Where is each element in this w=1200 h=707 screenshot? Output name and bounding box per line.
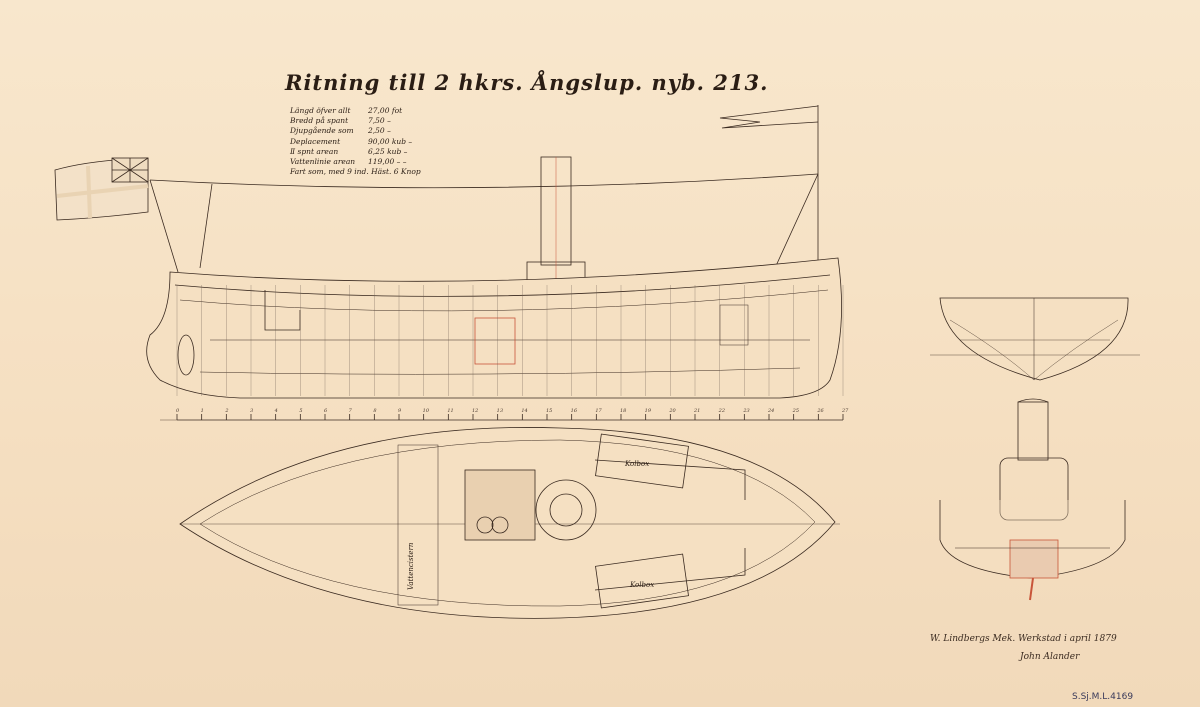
cross-section-boiler [939, 398, 1126, 601]
scale-tick-label: 3 [250, 408, 253, 414]
draftsman-signature: John Alander [1020, 652, 1080, 662]
scale-tick-label: 6 [324, 408, 328, 414]
scale-tick-label: 21 [693, 408, 700, 414]
flagstaff [149, 179, 179, 273]
plan-view-hull [179, 427, 840, 619]
scale-tick-label: 8 [373, 408, 376, 414]
pennant [719, 105, 819, 268]
scale-tick-label: 25 [792, 408, 799, 414]
scale-tick-label: 1 [201, 408, 204, 414]
scale-tick-label: 18 [620, 408, 626, 414]
awning-line [149, 173, 819, 189]
scale-tick-label: 15 [546, 408, 552, 414]
scale-tick-label: 27 [841, 408, 849, 414]
funnel [526, 156, 586, 298]
scale-tick-label: 20 [668, 408, 676, 414]
scale-tick-label: 7 [349, 408, 353, 414]
drawing-title: Ritning till 2 hkrs. Ångslup. nyb. 213. [285, 70, 769, 95]
label-water-tank: Vattencistern [407, 542, 415, 590]
scale-tick-label: 16 [571, 408, 578, 414]
spec-row: Fart som, med 9 ind. Häst. 6 Knop [290, 167, 421, 177]
scale-tick-label: 23 [742, 408, 749, 414]
workshop-signature: W. Lindbergs Mek. Werkstad i april 1879 [930, 634, 1117, 644]
profile-hull [146, 257, 842, 399]
scale-tick-label: 0 [176, 408, 180, 414]
scale-tick-label: 24 [767, 408, 774, 414]
label-coal-box-bottom: Kolbox [629, 581, 654, 589]
scale-tick-label: 13 [497, 408, 503, 414]
scale-tick-label: 26 [816, 408, 824, 414]
scale-tick-label: 4 [274, 408, 278, 414]
label-coal-box-top: Kolbox [624, 460, 649, 468]
scale-tick-label: 17 [595, 408, 602, 414]
swedish-flag [54, 157, 149, 221]
catalog-number: S.Sj.M.L.4169 [1072, 692, 1134, 702]
body-plan-section [930, 297, 1140, 381]
scale-tick-label: 14 [521, 408, 527, 414]
scale-tick-label: 9 [398, 408, 402, 414]
scale-tick-label: 12 [472, 408, 478, 414]
scale-tick-label: 11 [447, 408, 453, 414]
scale-tick-label: 10 [423, 408, 430, 414]
scale-tick-label: 5 [299, 408, 302, 414]
scale-tick-label: 22 [718, 408, 725, 414]
scale-tick-label: 19 [645, 408, 652, 414]
scale-tick-label: 2 [224, 408, 228, 414]
